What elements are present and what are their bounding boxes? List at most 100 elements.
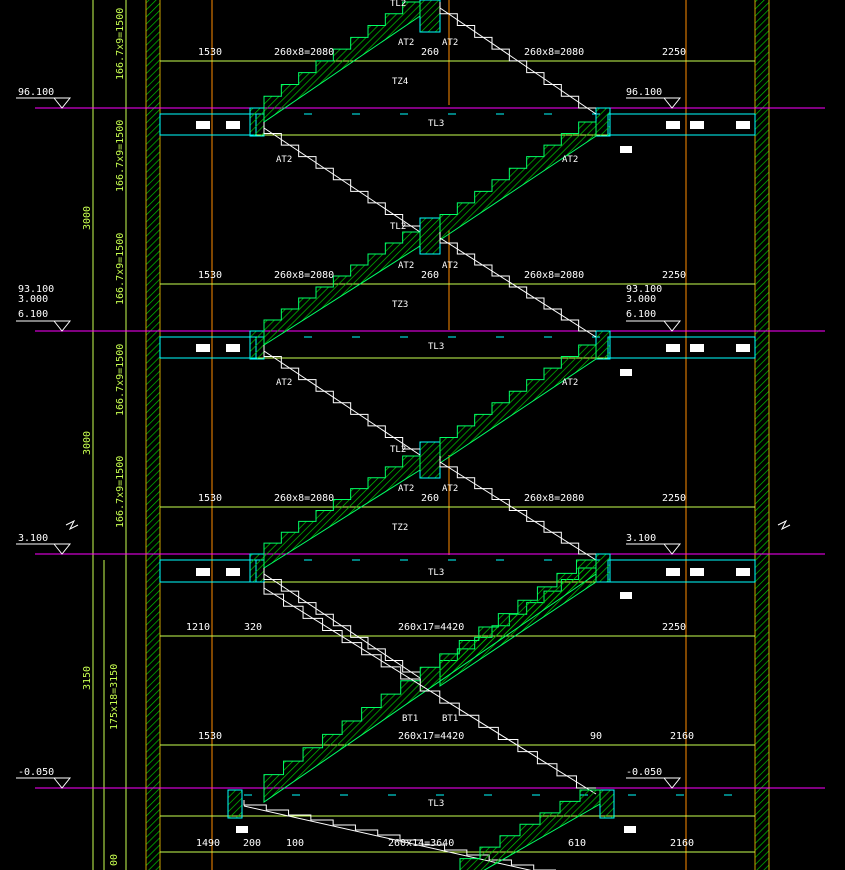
flight-2-right-soffit (439, 237, 597, 338)
tl3-label-4: TL3 (428, 799, 444, 809)
elev-left-3: 3.100 (18, 533, 48, 544)
at2-label-1: AT2 (398, 38, 414, 48)
elev-right-2c: 6.100 (626, 309, 656, 320)
flight-1-right-soffit (439, 7, 597, 115)
riser-dim-7: 00 (109, 854, 120, 866)
left-dim-1: 3000 (82, 206, 93, 230)
landing-tags (196, 121, 750, 833)
flight-3-left-up-slab (263, 455, 421, 569)
flight-1-up-right-slab (439, 121, 597, 241)
flight-2-down-left-soffit (263, 350, 421, 456)
flight-3-right (439, 456, 596, 555)
left-dim-lines (92, 0, 127, 870)
flight-3-right-soffit (439, 461, 597, 561)
flight-bottom-down (243, 800, 556, 870)
flight1-right: 2250 (662, 47, 686, 58)
at2-label-8: AT2 (562, 378, 578, 388)
left-wall (145, 0, 161, 870)
flight2-right: 2250 (662, 270, 686, 281)
elev-right-4: -0.050 (626, 767, 662, 778)
elev-right-2b: 3.000 (626, 294, 656, 305)
elev-left-2: 93.100 (18, 284, 54, 295)
at2-label-7: AT2 (276, 378, 292, 388)
elevation-markers (16, 97, 682, 789)
bt1-label-1: BT1 (402, 714, 418, 724)
at2-label-6: AT2 (442, 261, 458, 271)
flight3-mid2: 260 (421, 493, 439, 504)
left-dim-3: 3150 (82, 666, 93, 690)
flight-2-right (439, 232, 596, 332)
stair-flights (243, 1, 601, 870)
flight4-mid2: 260x17=4420 (398, 622, 464, 633)
flight-3-down-left-soffit (263, 573, 421, 679)
right-wall (754, 0, 770, 870)
flight3-mid3: 260x8=2080 (524, 493, 584, 504)
flight6-mid1: 200 (243, 838, 261, 849)
tl3-label-2: TL3 (428, 342, 444, 352)
beam-sections (227, 0, 615, 819)
flight-1-down-left-soffit (263, 127, 421, 233)
flight-2-up-right-slab (439, 344, 597, 464)
flight3-mid1: 260x8=2080 (274, 493, 334, 504)
flight3-right: 2250 (662, 493, 686, 504)
riser-dim-1: 166.7x9=1500 (115, 8, 126, 80)
elev-left-1: 96.100 (18, 87, 54, 98)
flight4-left: 1210 (186, 622, 210, 633)
flight4-mid1: 320 (244, 622, 262, 633)
elev-left-2c: 6.100 (18, 309, 48, 320)
flight2-left: 1530 (198, 270, 222, 281)
riser-dim-2: 166.7x9=1500 (115, 120, 126, 192)
flight1-left: 1530 (198, 47, 222, 58)
flight2-mid1: 260x8=2080 (274, 270, 334, 281)
flight1-mid3: 260x8=2080 (524, 47, 584, 58)
flight-2-down-left (263, 345, 420, 450)
elev-left-4: -0.050 (18, 767, 54, 778)
flight4-right: 2250 (662, 622, 686, 633)
flight6-mid4: 610 (568, 838, 586, 849)
level-lines (35, 107, 825, 789)
tl3-label-1: TL3 (428, 119, 444, 129)
flight-2-left-up-slab (263, 231, 421, 346)
flight6-mid3: 260x14=3640 (388, 838, 454, 849)
tl2-label-3: TL2 (390, 445, 406, 455)
flight-1-right (439, 2, 596, 109)
flight-bottom-down-soffit (243, 805, 532, 870)
flight-1-down-left (263, 122, 420, 227)
flight2-mid3: 260x8=2080 (524, 270, 584, 281)
break-marks (65, 519, 791, 531)
flight-1-left-up-slab (263, 1, 421, 123)
tl2-label-2: TL2 (390, 222, 406, 232)
flight-long-up-slab (263, 559, 597, 803)
flight3-left: 1530 (198, 493, 222, 504)
at2-label-10: AT2 (442, 484, 458, 494)
flight1-mid2: 260 (421, 47, 439, 58)
elev-right-1: 96.100 (626, 87, 662, 98)
axis-lines (211, 0, 687, 870)
flight5-mid1: 260x17=4420 (398, 731, 464, 742)
at2-label-9: AT2 (398, 484, 414, 494)
tz2-label: TZ2 (392, 523, 408, 533)
flight-long-down-soffit (263, 587, 597, 795)
flight6-left: 1490 (196, 838, 220, 849)
flight5-left: 1530 (198, 731, 222, 742)
at2-label-4: AT2 (562, 155, 578, 165)
tl2-label-1: TL2 (390, 0, 406, 9)
at2-label-2: AT2 (442, 38, 458, 48)
flight6-right: 2160 (670, 838, 694, 849)
riser-dim-5: 166.7x9=1500 (115, 456, 126, 528)
at2-label-3: AT2 (276, 155, 292, 165)
bt1-label-2: BT1 (442, 714, 458, 724)
tl3-label-3: TL3 (428, 568, 444, 578)
riser-dim-3: 166.7x9=1500 (115, 233, 126, 305)
flight-3-down-left (263, 568, 420, 673)
elev-right-3: 3.100 (626, 533, 656, 544)
elev-left-2b: 3.000 (18, 294, 48, 305)
left-dim-2: 3000 (82, 431, 93, 455)
tz4-label: TZ4 (392, 77, 408, 87)
flight5-right: 2160 (670, 731, 694, 742)
riser-dim-6: 175x18=3150 (109, 664, 120, 730)
flight-bottom-up-slab (459, 789, 601, 870)
riser-dim-4: 166.7x9=1500 (115, 344, 126, 416)
